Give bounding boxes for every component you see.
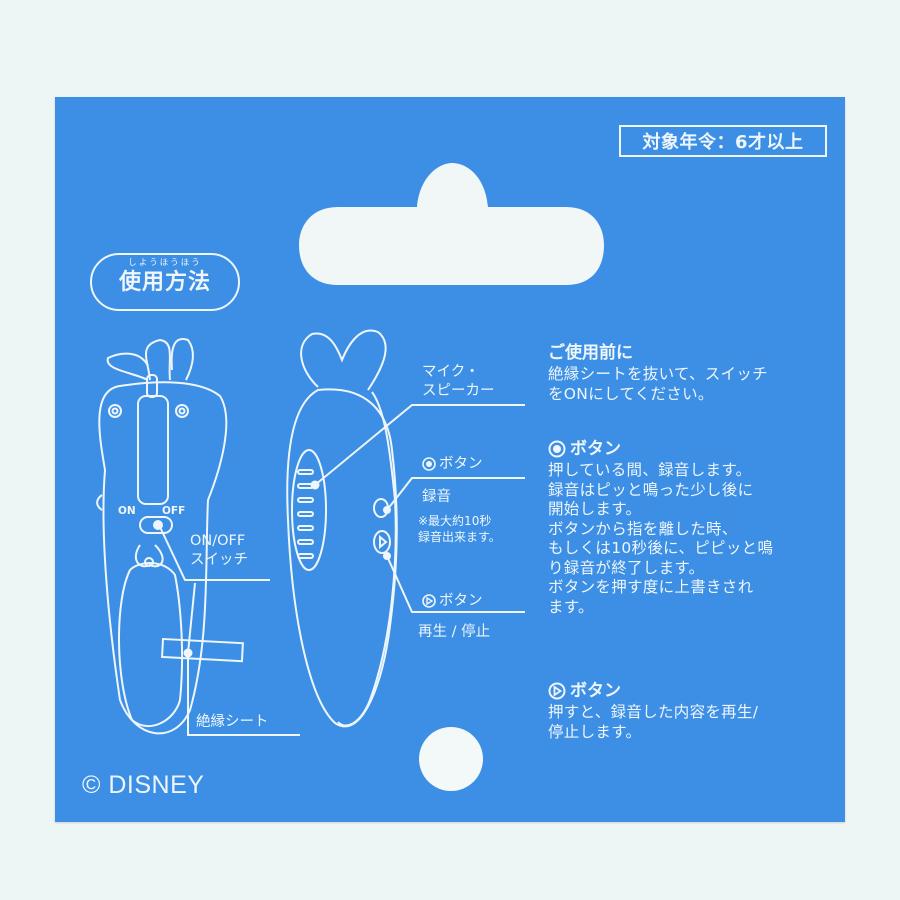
before-use-heading: ご使用前に — [548, 343, 633, 363]
record-circle-icon — [422, 457, 436, 471]
play-circle-icon — [422, 594, 436, 608]
record-line: もしくは10秒後に、ピピッと鳴 — [548, 539, 774, 557]
play-button-text: ボタン — [439, 593, 483, 609]
record-line: ボタンから指を離した時、 — [548, 519, 738, 538]
record-button-label: ボタン — [422, 455, 483, 473]
record-line: 録音はピッと鳴った少し後に — [548, 480, 754, 499]
before-use-line: をONにしてください。 — [548, 384, 714, 403]
play-line: 押すと、録音した内容を再生/ — [548, 703, 759, 721]
record-section-heading-text: ボタン — [570, 439, 621, 459]
record-label: 録音 — [422, 489, 451, 505]
copyright-label: © DISNEY — [82, 771, 205, 799]
record-note-1: ※最大約10秒 — [418, 514, 492, 528]
record-line: ます。 — [548, 597, 594, 616]
switch-off-label: OFF — [162, 505, 186, 517]
before-use-line: 絶縁シートを抜いて、スイッチ — [548, 365, 768, 383]
carrot-side-view — [286, 329, 525, 728]
record-circle-icon — [548, 440, 566, 458]
round-hole — [419, 727, 483, 791]
record-line: ボタンを押す度に上書きされ — [548, 578, 754, 596]
switch-label-2: スイッチ — [190, 552, 248, 568]
record-note-2: 録音出来ます。 — [418, 530, 501, 544]
record-line: り録音が終了します。 — [548, 558, 705, 577]
record-button-text: ボタン — [439, 456, 483, 472]
switch-label-1: ON/OFF — [190, 533, 246, 549]
play-circle-icon — [548, 682, 566, 700]
play-section-heading-text: ボタン — [570, 681, 621, 701]
mic-label-1: マイク・ — [422, 364, 480, 380]
play-button-section: ボタン 押すと、録音した内容を再生/ 停止します。 — [548, 679, 848, 742]
play-button-label: ボタン — [422, 592, 483, 610]
howto-title: 使用方法 — [118, 270, 211, 295]
before-use-section: ご使用前に 絶縁シートを抜いて、スイッチ をONにしてください。 — [548, 341, 848, 404]
record-line: 開始します。 — [548, 500, 642, 518]
play-stop-label: 再生 / 停止 — [418, 624, 491, 640]
mic-label-2: スピーカー — [422, 383, 495, 399]
record-section-heading: ボタン — [548, 437, 848, 461]
record-line: 押している間、録音します。 — [548, 461, 752, 479]
play-line: 停止します。 — [548, 722, 642, 741]
insulation-sheet-label: 絶縁シート — [196, 714, 269, 730]
record-button-section: ボタン 押している間、録音します。 録音はピッと鳴った少し後に 開始します。 ボ… — [548, 437, 848, 617]
switch-on-label: ON — [118, 505, 136, 517]
age-rating-label: 対象年令：6才以上 — [619, 125, 827, 157]
carrot-back-view — [96, 338, 300, 736]
howto-badge: しようほうほう 使用方法 — [90, 253, 240, 311]
play-section-heading: ボタン — [548, 679, 848, 703]
howto-ruby: しようほうほう — [128, 258, 202, 268]
